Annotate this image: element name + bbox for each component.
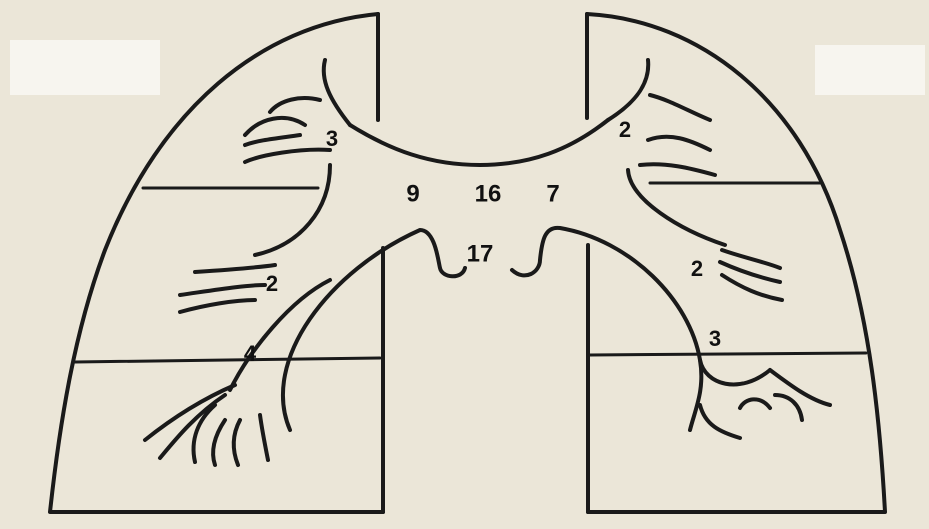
- label-left-middle: 2: [266, 271, 278, 296]
- label-right-upper: 2: [619, 117, 631, 142]
- paper-patch: [815, 45, 925, 95]
- label-center-lower: 17: [467, 240, 494, 267]
- label-left-upper: 3: [326, 126, 338, 151]
- label-center-left: 9: [406, 180, 419, 207]
- label-center-middle: 16: [475, 180, 502, 207]
- label-right-lower: 3: [709, 326, 721, 351]
- label-left-lower: 4: [244, 341, 257, 366]
- label-center-right: 7: [546, 180, 559, 207]
- paper-patch: [10, 40, 160, 95]
- right-lobe-divider-lower: [590, 353, 866, 355]
- label-right-middle: 2: [691, 256, 703, 281]
